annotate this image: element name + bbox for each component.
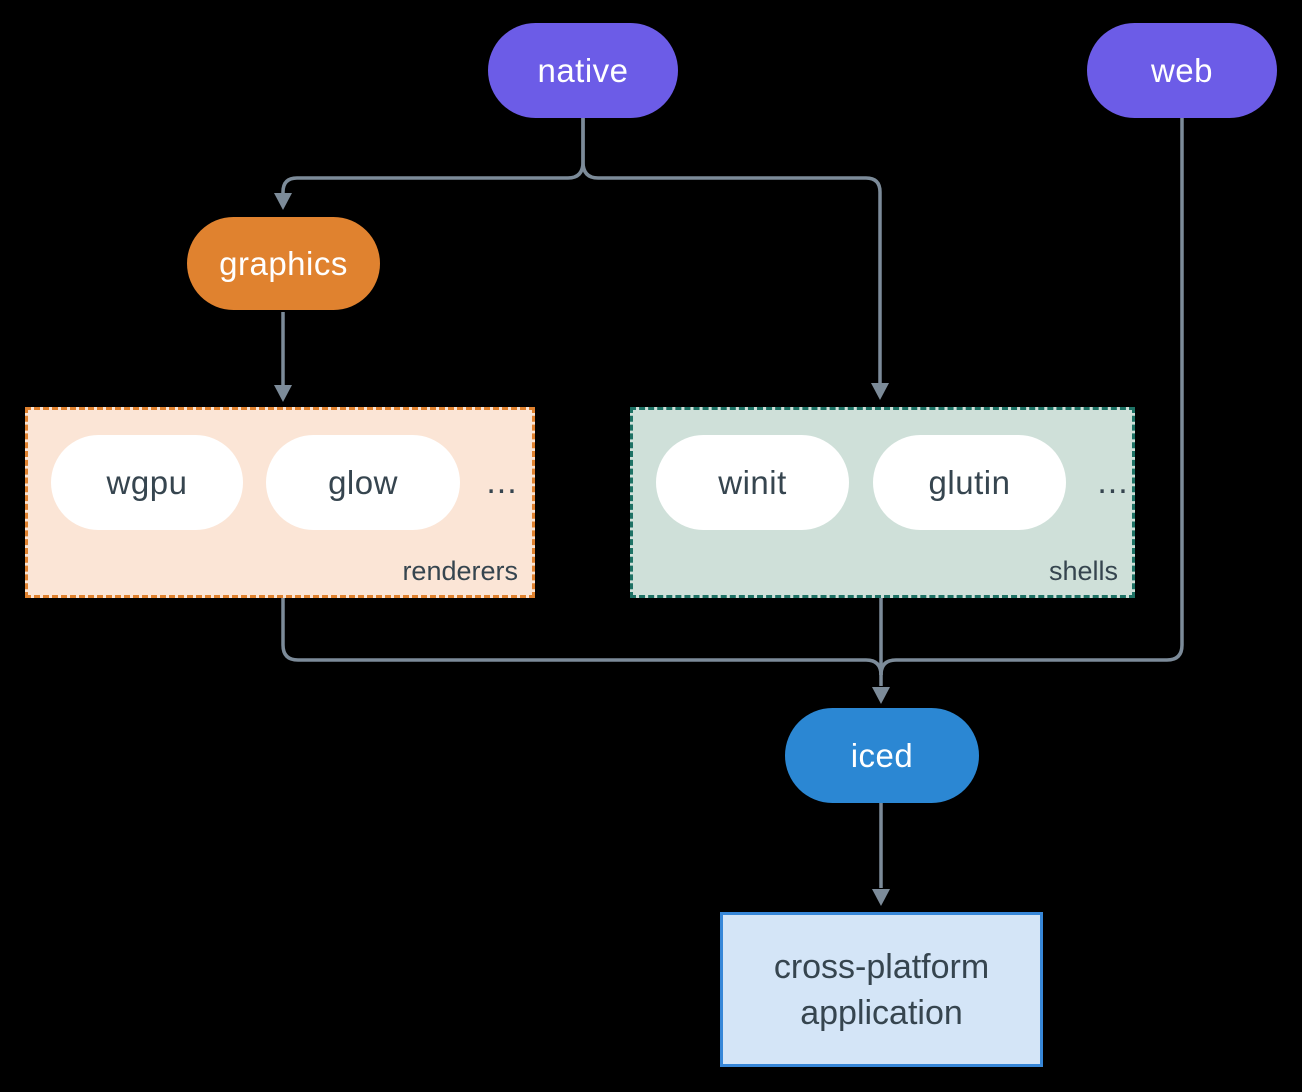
group-shells: winit glutin ... shells (630, 407, 1135, 598)
renderers-ellipsis: ... (486, 463, 518, 501)
edge-native-graphics (281, 118, 585, 193)
node-graphics: graphics (187, 217, 380, 310)
node-glow: glow (266, 435, 460, 530)
node-graphics-label: graphics (219, 244, 348, 282)
arrowhead-renderers (274, 385, 292, 402)
node-web: web (1087, 23, 1277, 118)
node-web-label: web (1150, 51, 1214, 89)
node-glutin-label: glutin (928, 463, 1011, 501)
node-glutin: glutin (873, 435, 1066, 530)
renderers-group-label: renderers (402, 556, 518, 586)
edge-renderers-iced (281, 598, 883, 676)
shells-ellipsis: ... (1097, 463, 1129, 501)
node-glow-label: glow (328, 463, 398, 501)
arrowhead-shells (871, 383, 889, 400)
shells-group-label: shells (1048, 556, 1118, 586)
arrowhead-iced (872, 687, 890, 704)
app-label-line2: application (800, 993, 963, 1032)
edge-native-shells (581, 118, 882, 383)
node-winit: winit (656, 435, 849, 530)
node-wgpu-label: wgpu (106, 463, 188, 501)
arrowhead-graphics (274, 193, 292, 210)
group-renderers: wgpu glow ... renderers (25, 407, 535, 598)
app-label-line1: cross-platform (773, 947, 990, 986)
node-wgpu: wgpu (51, 435, 243, 530)
node-native-label: native (537, 51, 629, 89)
node-iced-label: iced (850, 736, 914, 774)
node-native: native (488, 23, 678, 118)
node-iced: iced (785, 708, 979, 803)
arrowhead-app (872, 889, 890, 906)
node-cross-platform-application: cross-platform application (720, 912, 1043, 1067)
node-winit-label: winit (718, 463, 787, 501)
